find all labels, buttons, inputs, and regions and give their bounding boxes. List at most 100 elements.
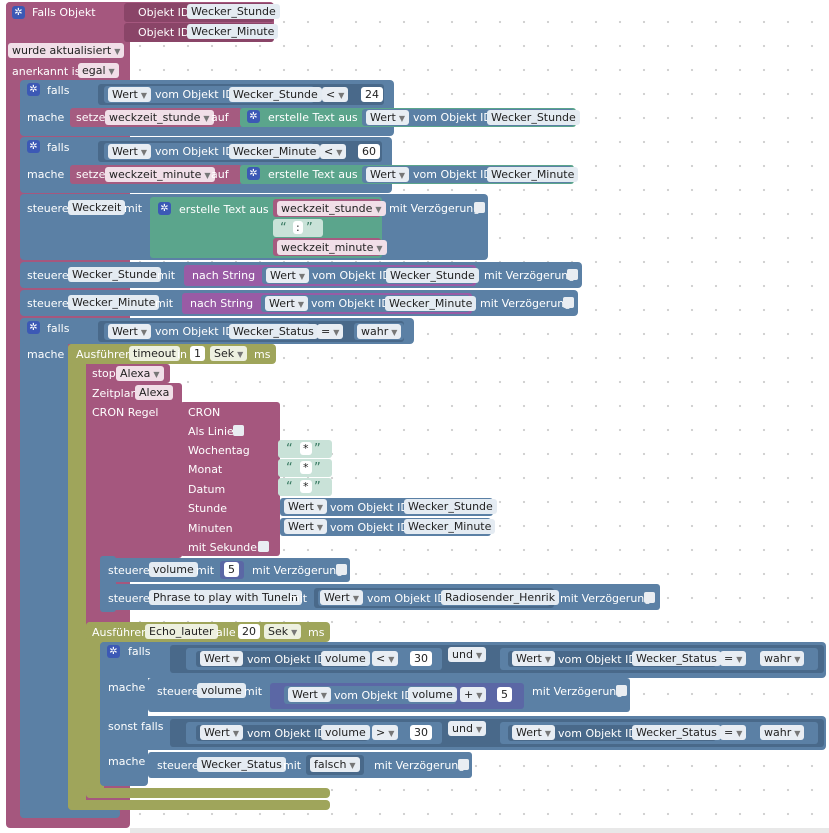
interval-block[interactable] bbox=[86, 622, 104, 798]
monat-field[interactable]: * bbox=[300, 461, 312, 474]
schedule-name-field[interactable]: Alexa bbox=[135, 385, 174, 400]
wert-dropdown[interactable]: Wert▼ bbox=[108, 87, 151, 102]
boolean-dropdown[interactable]: wahr▼ bbox=[357, 324, 402, 339]
if-block-3-footer[interactable] bbox=[20, 808, 120, 818]
boolean-dropdown[interactable]: falsch▼ bbox=[310, 757, 360, 772]
timeout-footer[interactable] bbox=[68, 800, 330, 810]
delay-checkbox[interactable] bbox=[336, 564, 347, 575]
wochentag-field[interactable]: * bbox=[300, 442, 312, 455]
object-id-field-2[interactable]: Wecker_Minute bbox=[187, 24, 279, 39]
text-field[interactable]: : bbox=[293, 221, 303, 234]
wert-dropdown[interactable]: Wert▼ bbox=[512, 651, 555, 666]
cron-builder-block[interactable] bbox=[180, 402, 280, 556]
object-field[interactable]: Wecker_Stunde bbox=[229, 87, 322, 102]
schedule-block[interactable] bbox=[86, 383, 182, 558]
operator-dropdown[interactable]: <▼ bbox=[322, 87, 349, 102]
object-field[interactable]: volume bbox=[408, 687, 457, 702]
wert-dropdown[interactable]: Wert▼ bbox=[512, 725, 555, 740]
mit-sekunden-checkbox[interactable] bbox=[258, 541, 269, 552]
gear-icon[interactable]: ✲ bbox=[27, 83, 40, 96]
object-field[interactable]: Wecker_Status bbox=[632, 725, 721, 740]
and-dropdown[interactable]: und▼ bbox=[448, 647, 487, 662]
if-block-3[interactable] bbox=[20, 318, 68, 818]
number-field[interactable]: 60 bbox=[358, 144, 380, 159]
boolean-dropdown[interactable]: wahr▼ bbox=[760, 651, 805, 666]
variable-dropdown[interactable]: weckzeit_minute▼ bbox=[105, 167, 215, 182]
variable-dropdown[interactable]: weckzeit_stunde▼ bbox=[277, 201, 386, 216]
object-field[interactable]: Wecker_Status bbox=[229, 324, 318, 339]
number-field[interactable]: 5 bbox=[497, 687, 512, 702]
operator-dropdown[interactable]: >▼ bbox=[372, 725, 399, 740]
number-field[interactable]: 30 bbox=[410, 725, 432, 740]
ack-dropdown[interactable]: egal▼ bbox=[78, 63, 119, 78]
interval-number[interactable]: 20 bbox=[238, 624, 260, 639]
wert-dropdown[interactable]: Wert▼ bbox=[265, 296, 308, 311]
delay-checkbox[interactable] bbox=[474, 202, 485, 213]
timeout-number[interactable]: 1 bbox=[190, 346, 205, 361]
trigger-dropdown[interactable]: wurde aktualisiert▼ bbox=[8, 43, 125, 58]
operator-dropdown[interactable]: <▼ bbox=[372, 651, 399, 666]
boolean-dropdown[interactable]: wahr▼ bbox=[760, 725, 805, 740]
target-field[interactable]: Wecker_Stunde bbox=[68, 267, 161, 282]
datum-field[interactable]: * bbox=[300, 480, 312, 493]
target-field[interactable]: Weckzeit bbox=[68, 200, 126, 215]
gear-icon[interactable]: ✲ bbox=[247, 167, 260, 180]
wert-dropdown[interactable]: Wert▼ bbox=[200, 725, 243, 740]
interval-footer[interactable] bbox=[86, 788, 330, 798]
wert-dropdown[interactable]: Wert▼ bbox=[108, 324, 151, 339]
object-field[interactable]: Wecker_Minute bbox=[229, 144, 321, 159]
gear-icon[interactable]: ✲ bbox=[12, 6, 25, 19]
target-field[interactable]: Phrase to play with TuneIn bbox=[149, 590, 302, 605]
timeout-unit-dropdown[interactable]: Sek▼ bbox=[210, 346, 248, 361]
object-field[interactable]: Wecker_Status bbox=[632, 651, 721, 666]
operator-dropdown[interactable]: =▼ bbox=[317, 324, 344, 339]
operator-dropdown[interactable]: =▼ bbox=[720, 651, 747, 666]
wert-dropdown[interactable]: Wert▼ bbox=[266, 268, 309, 283]
horizontal-scrollbar[interactable] bbox=[130, 828, 829, 833]
operator-dropdown[interactable]: <▼ bbox=[320, 144, 347, 159]
number-field[interactable]: 30 bbox=[410, 651, 432, 666]
target-field[interactable]: Wecker_Minute bbox=[68, 295, 160, 310]
gear-icon[interactable]: ✲ bbox=[27, 140, 40, 153]
object-field[interactable]: Wecker_Stunde bbox=[404, 499, 497, 514]
target-field[interactable]: volume bbox=[149, 562, 198, 577]
delay-checkbox[interactable] bbox=[567, 269, 578, 280]
object-field[interactable]: Wecker_Minute bbox=[487, 167, 579, 182]
wert-dropdown[interactable]: Wert▼ bbox=[366, 110, 409, 125]
wert-dropdown[interactable]: Wert▼ bbox=[320, 590, 363, 605]
delay-checkbox[interactable] bbox=[563, 297, 574, 308]
object-id-field-1[interactable]: Wecker_Stunde bbox=[187, 4, 280, 19]
timeout-block[interactable] bbox=[68, 344, 86, 810]
and-dropdown[interactable]: und▼ bbox=[448, 721, 487, 736]
wert-dropdown[interactable]: Wert▼ bbox=[366, 167, 409, 182]
gear-icon[interactable]: ✲ bbox=[107, 645, 120, 658]
target-field[interactable]: Wecker_Status bbox=[197, 757, 286, 772]
object-field[interactable]: Wecker_Stunde bbox=[487, 110, 580, 125]
gear-icon[interactable]: ✲ bbox=[158, 202, 171, 215]
delay-checkbox[interactable] bbox=[616, 685, 627, 696]
delay-checkbox[interactable] bbox=[644, 592, 655, 603]
wert-dropdown[interactable]: Wert▼ bbox=[108, 144, 151, 159]
math-op-dropdown[interactable]: +▼ bbox=[460, 687, 487, 702]
interval-unit-dropdown[interactable]: Sek▼ bbox=[264, 624, 302, 639]
object-field[interactable]: Radiosender_Henrik bbox=[441, 590, 560, 605]
wert-dropdown[interactable]: Wert▼ bbox=[284, 519, 327, 534]
interval-name-field[interactable]: Echo_lauter bbox=[145, 624, 218, 639]
als-linie-checkbox[interactable] bbox=[233, 425, 244, 436]
delay-checkbox[interactable] bbox=[458, 759, 469, 770]
target-field[interactable]: volume bbox=[197, 683, 246, 698]
object-field[interactable]: volume bbox=[321, 651, 370, 666]
gear-icon[interactable]: ✲ bbox=[247, 110, 260, 123]
number-field[interactable]: 24 bbox=[361, 87, 383, 102]
variable-dropdown[interactable]: weckzeit_minute▼ bbox=[277, 240, 387, 255]
wert-dropdown[interactable]: Wert▼ bbox=[284, 499, 327, 514]
number-field[interactable]: 5 bbox=[224, 562, 239, 577]
object-field[interactable]: Wecker_Minute bbox=[404, 519, 496, 534]
timeout-name-field[interactable]: timeout bbox=[129, 346, 180, 361]
object-field[interactable]: Wecker_Stunde bbox=[386, 268, 479, 283]
operator-dropdown[interactable]: =▼ bbox=[720, 725, 747, 740]
wert-dropdown[interactable]: Wert▼ bbox=[288, 687, 331, 702]
object-field[interactable]: Wecker_Minute bbox=[385, 296, 477, 311]
gear-icon[interactable]: ✲ bbox=[27, 321, 40, 334]
